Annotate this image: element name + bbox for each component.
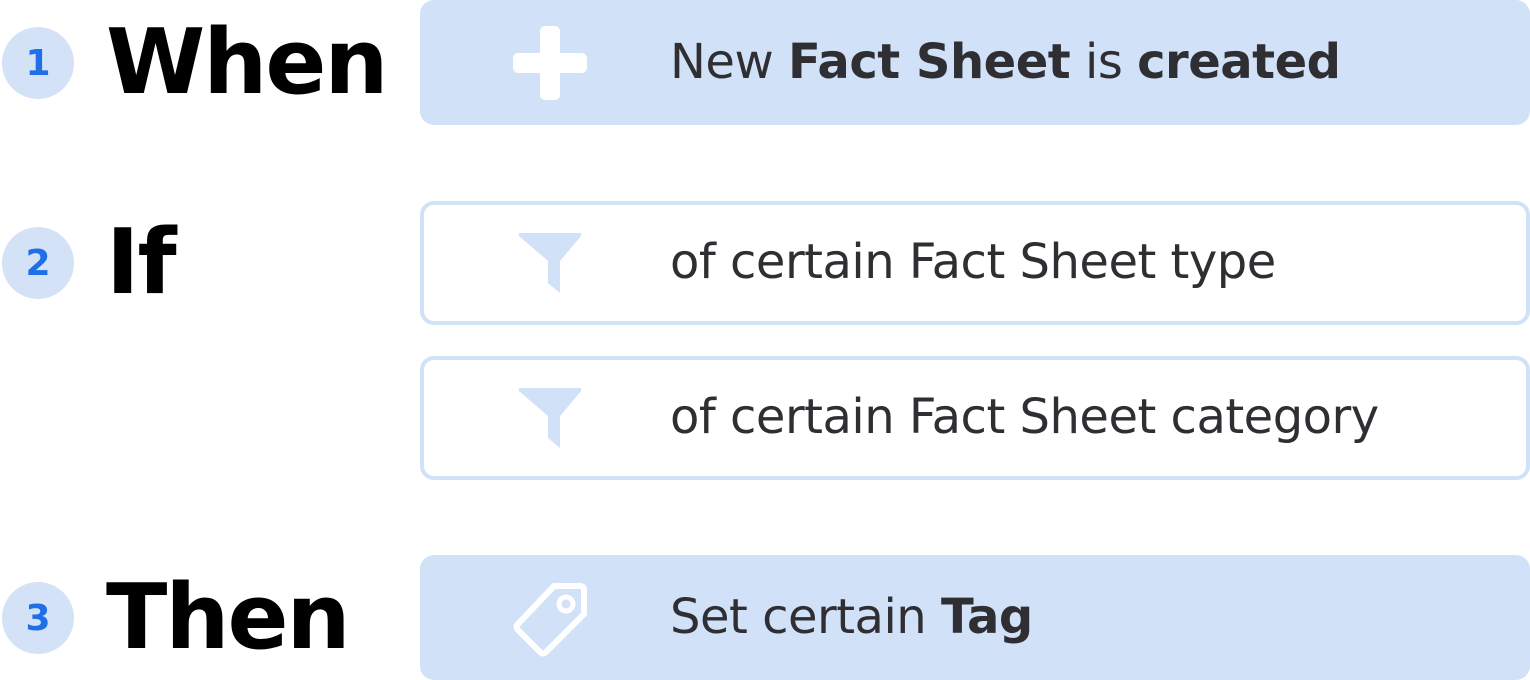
step-label-if: If [106,210,177,315]
trigger-card-fact-sheet-created[interactable]: New Fact Sheet is created [420,0,1530,125]
plus-icon [510,23,590,103]
text-part: Set certain [670,588,941,645]
filter-icon [510,378,590,458]
trigger-card-text: New Fact Sheet is created [670,33,1341,89]
step-number-2: 2 [2,227,74,299]
step-label-then: Then [106,565,351,670]
condition-card-fact-sheet-type[interactable]: of certain Fact Sheet type [420,201,1530,325]
action-card-set-tag[interactable]: Set certain Tag [420,555,1530,680]
condition-card-fact-sheet-category[interactable]: of certain Fact Sheet category [420,356,1530,480]
text-part: is [1070,33,1138,90]
action-card-text: Set certain Tag [670,588,1033,644]
text-part-bold: Tag [940,588,1033,645]
filter-icon [510,223,590,303]
condition-card-text: of certain Fact Sheet category [670,388,1379,445]
step-number-1: 1 [2,27,74,99]
step-number-3: 3 [2,582,74,654]
text-part-bold: created [1137,33,1341,90]
tag-icon [510,578,590,658]
text-part: New [670,33,788,90]
step-label-when: When [106,10,388,115]
text-part-bold: Fact Sheet [787,33,1071,90]
condition-card-text: of certain Fact Sheet type [670,233,1276,290]
